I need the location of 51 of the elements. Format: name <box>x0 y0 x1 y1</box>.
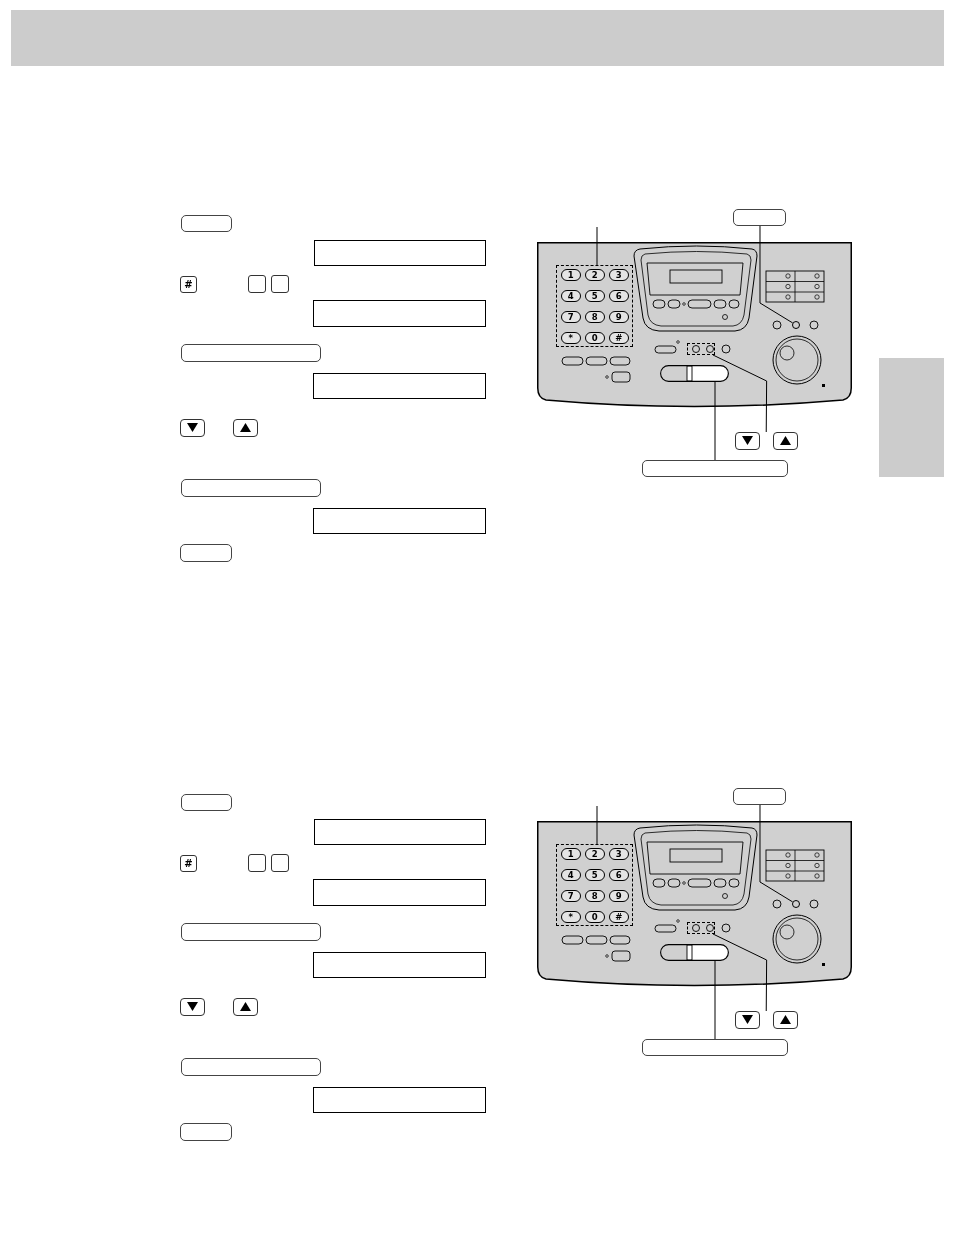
display-screen <box>313 879 486 906</box>
key-button <box>180 998 205 1016</box>
key-button <box>181 215 232 232</box>
leader-line <box>596 226 598 266</box>
slider-button <box>660 365 729 382</box>
display-screen <box>313 508 486 534</box>
key-button <box>735 432 760 450</box>
key-button <box>180 419 205 437</box>
leader-line <box>596 805 598 845</box>
key-button <box>642 1039 788 1056</box>
key-button <box>642 460 788 477</box>
display-screen <box>313 1087 486 1113</box>
key-button <box>181 1058 321 1076</box>
leader-line <box>759 804 794 903</box>
leader-line <box>712 354 768 433</box>
display-screen <box>313 373 486 399</box>
keypad-area <box>556 844 633 926</box>
key-button <box>233 419 258 437</box>
button-pair-area <box>687 922 715 934</box>
display-screen <box>313 300 486 327</box>
key-button <box>181 344 321 362</box>
display-screen <box>314 819 486 845</box>
key-button <box>181 479 321 497</box>
leader-line <box>759 225 794 324</box>
side-tab <box>879 358 944 477</box>
leader-line <box>714 381 716 461</box>
display-screen <box>313 952 486 978</box>
key-button <box>773 432 798 450</box>
leader-line <box>714 960 716 1040</box>
key-button <box>733 788 786 805</box>
key-button <box>233 998 258 1016</box>
slider-button <box>660 944 729 961</box>
key-button <box>733 209 786 226</box>
key-button <box>180 1123 232 1141</box>
button-pair-area <box>687 343 715 355</box>
key-button <box>271 854 289 872</box>
key-button <box>180 544 232 562</box>
key-button: # <box>180 855 197 872</box>
key-button <box>248 275 266 293</box>
key-button <box>181 794 232 811</box>
key-button <box>271 275 289 293</box>
round-button <box>792 900 800 908</box>
key-button <box>773 1011 798 1029</box>
keypad-area <box>556 265 633 347</box>
leader-line <box>712 933 768 1012</box>
key-button: # <box>180 276 197 293</box>
key-button <box>735 1011 760 1029</box>
display-screen <box>314 240 486 266</box>
key-button <box>181 923 321 941</box>
round-button <box>792 321 800 329</box>
key-button <box>248 854 266 872</box>
